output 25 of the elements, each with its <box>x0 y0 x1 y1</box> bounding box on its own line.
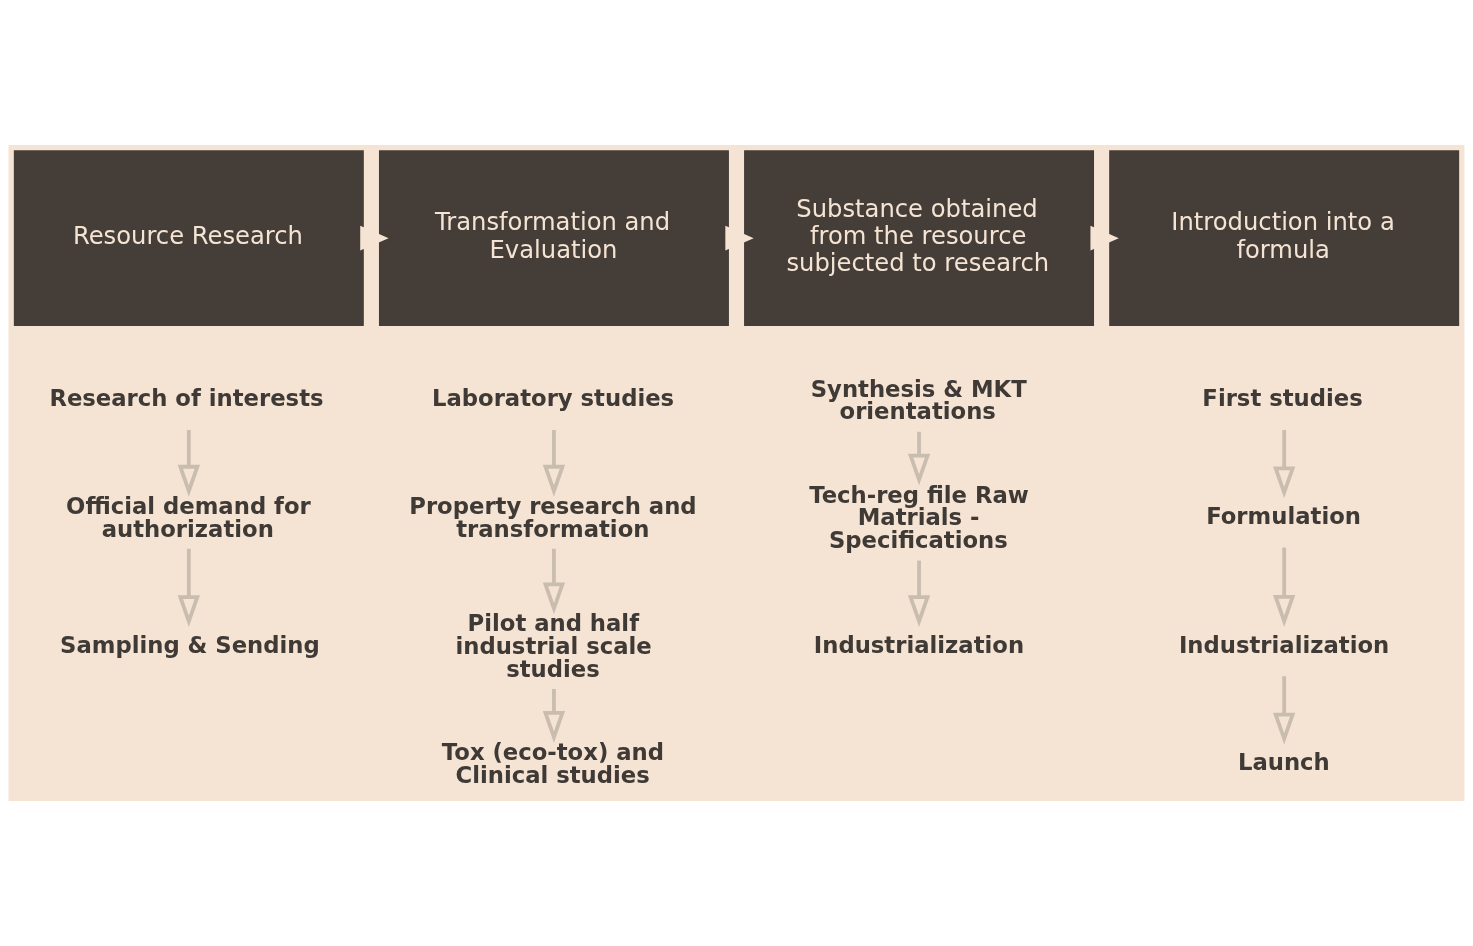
node-text: Formulation <box>1206 502 1361 529</box>
node-text: Industrialization <box>813 631 1025 658</box>
arrow <box>907 431 931 486</box>
arrow <box>1273 547 1296 627</box>
node-box: Introduction into a formula <box>1109 150 1460 327</box>
node-text: Official demand for authorization <box>66 492 311 542</box>
node-text: Launch <box>1237 748 1330 775</box>
node-text: Industrialization <box>1178 631 1390 658</box>
node-text: Tox (eco-tox) and Clinical studies <box>441 739 664 788</box>
arrow <box>907 560 931 627</box>
arrow <box>542 689 566 743</box>
node-text: Synthesis & MKT orientations <box>810 375 1027 425</box>
arrow <box>1273 676 1296 745</box>
node-text: First studies <box>1202 385 1363 412</box>
node-text: Laboratory studies <box>431 385 675 412</box>
arrow <box>1273 430 1296 499</box>
arrow <box>542 430 566 497</box>
node-text: Property research and transformation <box>409 492 697 542</box>
node-text: Research of interests <box>49 385 324 412</box>
node-text: Sampling & Sending <box>60 631 320 658</box>
arrow <box>177 548 200 628</box>
arrow <box>177 430 200 497</box>
node-text: Pilot and half industrial scale studies <box>455 610 652 682</box>
arrow <box>542 548 566 615</box>
node-text: Tech-reg file Raw Matrials - Specifications <box>809 481 1029 553</box>
